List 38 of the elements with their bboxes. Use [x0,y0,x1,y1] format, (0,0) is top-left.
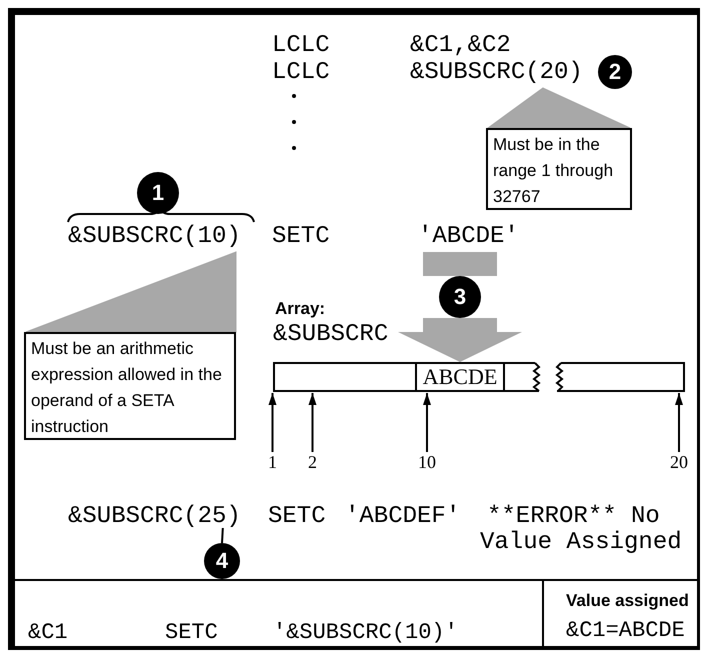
code-text: &SUBSCRC(20) [410,60,583,86]
callout-number: 1 [137,172,179,214]
callout-pointer [486,87,630,128]
array-bar [273,362,685,392]
arrow [308,393,316,452]
array-caption: Array: [275,298,326,320]
callout-box: Must be in the range 1 through 32767 [486,128,632,210]
arrow [423,393,431,452]
code-text: SETC [165,620,218,646]
code-text: &SUBSCRC(10) [68,224,241,250]
code-text: &C1,&C2 [410,33,511,59]
code-text: 'ABCDEF' [345,504,460,530]
code-text: LCLC [272,60,330,86]
callout-pointer [26,251,236,332]
index-number: 20 [670,452,688,472]
array-name: &SUBSCRC [273,322,388,348]
code-text: &C1=ABCDE [566,618,685,644]
error-message: **ERROR** No Value Assigned [480,504,683,556]
code-text: &SUBSCRC(25) [68,504,241,530]
callout-number: 3 [439,276,481,318]
callout-box: Must be an arithmetic expression allowed in the operand of a SETA instruction [24,332,236,440]
callout-number: 2 [598,55,632,89]
code-text: LCLC [272,33,330,59]
code-text: 'ABCDE' [418,224,519,250]
code-text: SETC [268,504,326,530]
leader-line [221,528,224,544]
arrow [268,393,276,452]
column-heading: Value assigned [566,590,689,612]
callout-number: 4 [204,543,240,579]
index-number: 10 [418,452,436,472]
arrow [675,393,683,452]
code-text: SETC [272,224,330,250]
index-number: 2 [308,452,317,472]
code-text: &C1 [28,620,68,646]
index-number: 1 [268,452,277,472]
array-cell: ABCDE [415,362,505,392]
code-text: '&SUBSCRC(10)' [273,620,458,646]
block-arrow [398,318,522,362]
